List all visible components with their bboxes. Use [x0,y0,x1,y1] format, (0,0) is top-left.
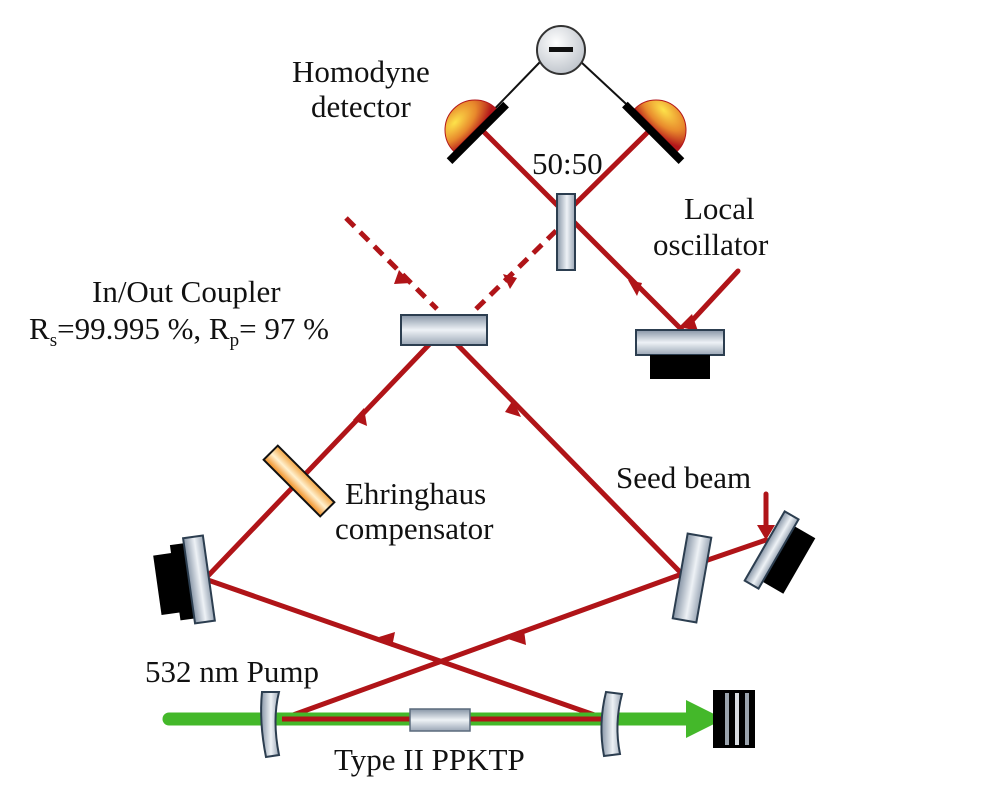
arrow-lo-input [679,314,698,331]
right-photodiode [622,99,687,164]
subtractor [477,25,653,129]
seed-mirror [743,509,816,594]
label-ehringhaus: Ehringhaus [345,476,487,511]
beam-left-mirror-to-coupler [202,327,446,582]
right-cavity-mirror [671,532,713,624]
pump-output-mirror [600,690,624,758]
beam-lo-input [685,268,741,328]
ehringhaus-compensator [262,444,336,518]
minus-icon [549,47,573,52]
pump-input-mirror [260,691,281,759]
photodiode-icon [634,99,687,152]
label-local: Local [684,191,755,226]
beamsplitter-50-50 [556,193,576,271]
label-oscillator: oscillator [653,227,769,262]
rp-value: = 97 % [239,311,329,346]
beam-lo-to-detector [475,123,685,333]
rp-symbol: R [208,311,230,346]
left-cavity-mirror [153,534,216,625]
arrow-cavity-cross-2 [379,632,395,647]
arrow-dashed-input [394,270,411,284]
arrow-dashed-output [503,274,517,289]
beam-coupler-to-right-mirror [440,327,685,577]
label-compensator: compensator [335,511,494,546]
rs-subscript: s [49,330,58,351]
label-beamsplitter: 50:50 [532,146,603,181]
arrow-cavity-left [353,408,367,426]
beam-bs-to-right-detector [563,125,655,216]
dashed-beams [344,216,563,311]
homodyne-beams [475,123,769,565]
rs-value: =99.995 %, [57,311,209,346]
label-seed-beam: Seed beam [616,460,752,495]
label-detector: detector [311,89,411,124]
label-reflectivities: Rs=99.995 %, Rp= 97 % [29,311,329,350]
label-crystal: Type II PPKTP [334,742,525,777]
arrow-cavity-right [505,400,521,417]
lo-mirror [635,329,725,379]
label-homodyne: Homodyne [292,54,430,89]
arrow-lo-beam [628,280,642,296]
arrow-cavity-cross-1 [508,630,526,645]
beam-dump [713,690,755,748]
beam-arrows [353,270,775,647]
dashed-output-beam [474,224,563,311]
in-out-coupler [400,314,488,346]
dashed-input-beam [344,216,439,311]
arrow-seed-input [757,525,775,540]
beam-output-to-left-mirror [202,576,609,722]
left-photodiode [444,99,509,164]
photodiode-icon [444,99,497,152]
label-coupler: In/Out Coupler [92,274,281,309]
rs-symbol: R [29,311,50,346]
beam-right-mirror-to-input [279,571,685,722]
rp-subscript: p [229,330,240,351]
beam-seed-to-right-mirror [699,537,769,565]
ppktp-crystal [409,708,471,732]
label-pump: 532 nm Pump [145,654,319,689]
